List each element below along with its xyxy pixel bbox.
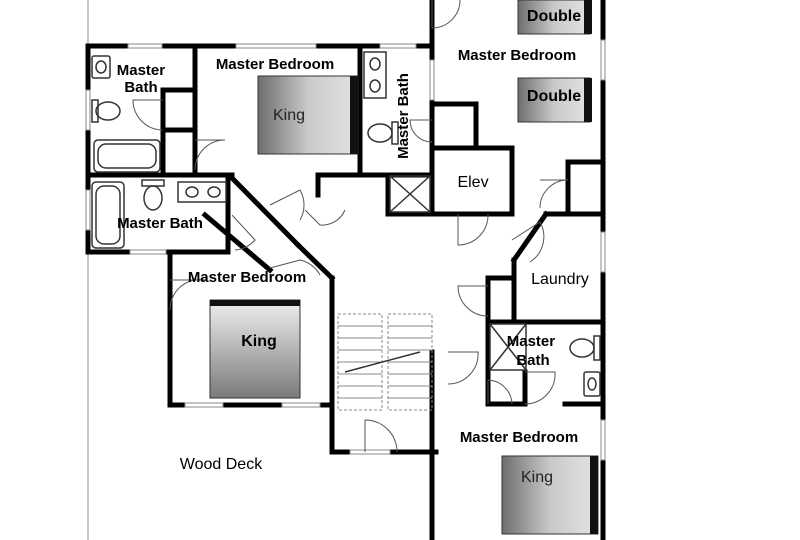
bed-label-king-top: King — [273, 107, 305, 124]
shower-right — [489, 323, 527, 371]
room-label-master-bedroom-left: Master Bedroom — [188, 269, 306, 286]
windows — [85, 39, 606, 461]
fixtures — [91, 51, 601, 397]
room-label-wood-deck: Wood Deck — [180, 456, 263, 473]
bed-label-king-left: King — [241, 333, 277, 350]
room-label-master-bath-left: Master Bath — [117, 215, 203, 232]
elevator-shaft — [389, 175, 431, 213]
room-label-laundry: Laundry — [531, 271, 589, 288]
doors — [132, 0, 569, 453]
room-label-elevator: Elev — [457, 174, 488, 191]
room-label-master-bath-center: Master Bath — [395, 73, 412, 159]
room-label-master-bedroom-top-right: Master Bedroom — [458, 47, 576, 64]
bed-label-double-2: Double — [527, 88, 581, 105]
bed-king-top — [257, 75, 359, 155]
bed-label-king-bottom: King — [521, 469, 553, 486]
bed-label-double-1: Double — [527, 8, 581, 25]
room-label-master-bedroom-bottom: Master Bedroom — [460, 429, 578, 446]
bed-double-2 — [517, 77, 592, 123]
bed-double-1 — [517, 0, 592, 35]
staircase — [337, 313, 433, 411]
bed-king-left — [209, 299, 301, 399]
room-label-master-bath-right: Master Bath — [507, 333, 560, 369]
room-label-master-bedroom-top: Master Bedroom — [216, 56, 334, 73]
bed-king-bottom — [501, 455, 599, 535]
room-label-master-bath-top-left-line1: Master Bath — [117, 62, 170, 96]
